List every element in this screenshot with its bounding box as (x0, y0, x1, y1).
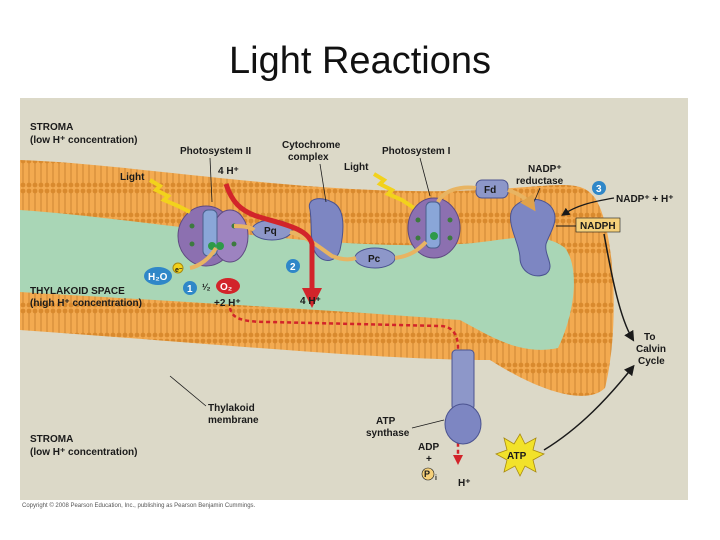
nadph-box (575, 217, 621, 233)
step-3-label: 3 (596, 184, 602, 195)
four-h-top-label: 4 H⁺ (218, 166, 239, 177)
photosystem-ii-pointer (209, 157, 213, 203)
fd-label: Fd (484, 185, 496, 196)
cytochrome-sublabel: complex (288, 152, 329, 163)
calvin-sublabel-2: Cycle (638, 356, 665, 367)
atp-synthase-sublabel: synthase (366, 428, 410, 439)
atp-synthase (444, 349, 482, 445)
four-h-bottom-label: 4 H⁺ (300, 296, 321, 307)
stroma-top-sublabel: (low H⁺ concentration) (30, 135, 138, 146)
atp-burst-icon (495, 433, 545, 477)
light-2-label: Light (344, 162, 369, 173)
step-2-badge (286, 259, 300, 273)
thylakoid-space-sublabel: (high H⁺ concentration) (30, 298, 142, 309)
calvin-sublabel-1: Calvin (636, 344, 666, 355)
pc-carrier: Pc (354, 247, 396, 269)
electron-transport-path (189, 185, 532, 270)
o2-label: O₂ (220, 282, 232, 293)
water-splitting: H₂O e⁻ 1 ¹⁄₂ O₂ +2 H⁺ (144, 262, 241, 309)
thylakoid-space (20, 210, 574, 350)
pi-label: P (424, 469, 430, 479)
atp-synthase-label: ATP (376, 416, 396, 427)
nadp-arrow (561, 197, 615, 216)
nadp-plus-label: NADP⁺ + H⁺ (616, 194, 674, 205)
adp-label: ADP (418, 442, 439, 453)
thylakoid-space-label: THYLAKOID SPACE (30, 286, 125, 297)
photosystem-i (407, 197, 461, 259)
thylakoid-membrane-sublabel: membrane (208, 415, 259, 426)
photosystem-ii (177, 205, 249, 267)
plus-label: + (426, 454, 432, 465)
step-2-label: 2 (290, 262, 296, 273)
atp-label: ATP (507, 451, 527, 462)
calvin-label: To (644, 332, 655, 343)
thylakoid-membrane-label: Thylakoid (208, 403, 255, 414)
h-plus-label: H⁺ (458, 478, 471, 489)
photosystem-ii-label: Photosystem II (180, 146, 251, 157)
pc-label: Pc (368, 254, 381, 265)
electron-label: e⁻ (175, 267, 183, 274)
light-reactions-diagram: STROMA (low H⁺ concentration) STROMA (lo… (20, 98, 688, 500)
pq-label: Pq (264, 226, 277, 237)
stroma-bottom-sublabel: (low H⁺ concentration) (30, 447, 138, 458)
slide-title: Light Reactions (229, 40, 491, 82)
nadp-reductase-sublabel: reductase (516, 176, 564, 187)
half-label: ¹⁄₂ (202, 282, 211, 292)
pi-icon (421, 467, 435, 481)
photosystem-i-pointer (419, 157, 431, 197)
atp-synthase-pointer (411, 419, 445, 429)
copyright-text: Copyright © 2008 Pearson Education, Inc.… (22, 503, 256, 509)
cytochrome-label: Cytochrome (282, 140, 341, 151)
step-1-label: 1 (187, 284, 193, 295)
pi-sub-label: i (435, 475, 437, 482)
proton-gradient-path (228, 307, 463, 465)
light-2-bolt-icon (372, 172, 416, 210)
nadph-label: NADPH (580, 221, 616, 232)
h2o-label: H₂O (148, 272, 168, 283)
stroma-top-label: STROMA (30, 122, 73, 133)
cytochrome-pointer (319, 163, 327, 203)
stroma-bottom-label: STROMA (30, 434, 73, 445)
thylakoid-membrane-pointer (169, 375, 207, 407)
nadp-reductase-label: NADP⁺ (528, 164, 562, 175)
two-h-label: +2 H⁺ (214, 298, 241, 309)
photosystem-i-label: Photosystem I (382, 146, 451, 157)
atp-to-calvin-arrow (543, 364, 635, 451)
light-1-bolt-icon (148, 178, 191, 214)
step-3-badge (592, 181, 606, 195)
fd-carrier: Fd (475, 179, 509, 199)
proton-arrow-top (223, 183, 322, 308)
light-1-label: Light (120, 172, 145, 183)
nadph-to-calvin-arrow (603, 233, 635, 342)
